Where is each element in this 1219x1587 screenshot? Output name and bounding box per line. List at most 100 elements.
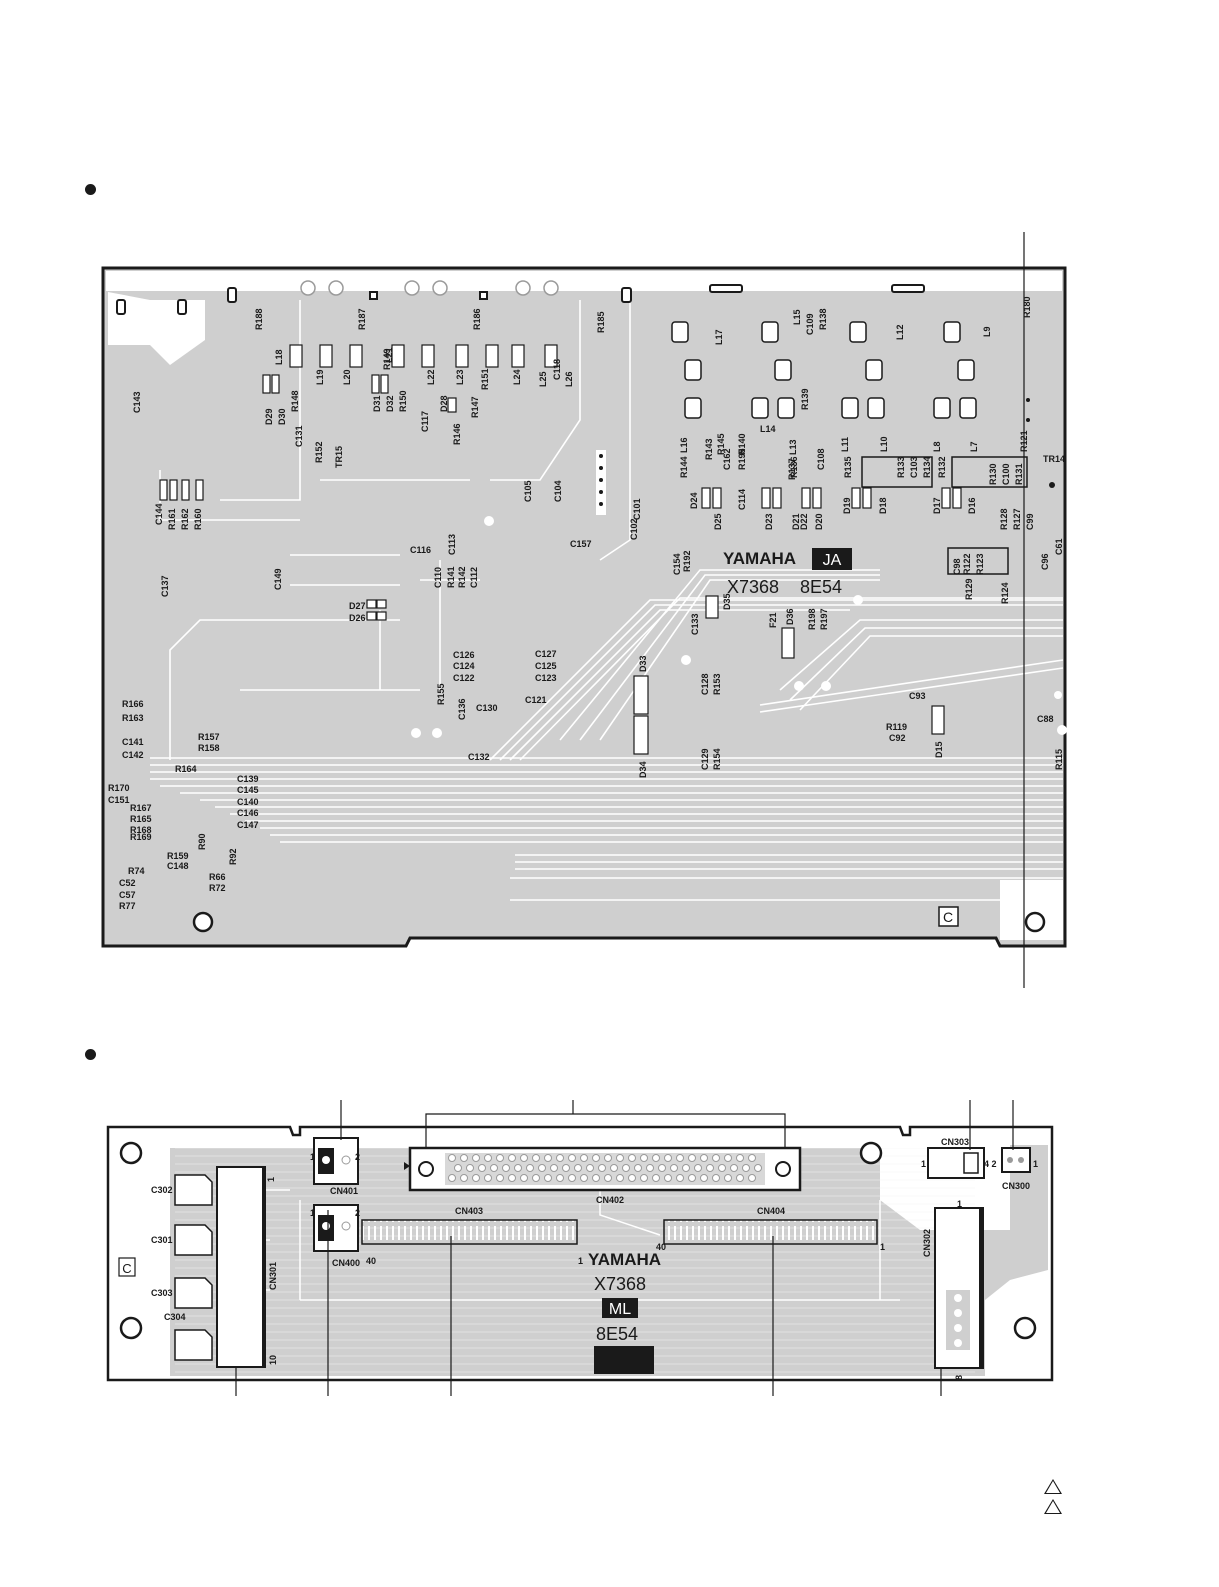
component-label: C127 <box>535 649 557 659</box>
cn402-pin <box>754 1164 762 1172</box>
cn403-pin-end: 1 <box>578 1256 583 1266</box>
component-label: C139 <box>237 774 259 784</box>
cn402-pin <box>664 1154 672 1162</box>
component-label: R192 <box>682 550 692 572</box>
cn402-pin <box>568 1154 576 1162</box>
cn404-pin-start: 40 <box>656 1242 666 1252</box>
component-label: R129 <box>964 578 974 600</box>
cn402-pin <box>544 1154 552 1162</box>
cn402-pin <box>514 1164 522 1172</box>
cn402-pin <box>634 1164 642 1172</box>
cn402-pin <box>742 1164 750 1172</box>
component-label: D22 <box>799 513 809 530</box>
cn401-pin-end: 2 <box>355 1152 360 1162</box>
component-label: C117 <box>420 411 430 432</box>
cn402-pin <box>616 1154 624 1162</box>
component-label: L13 <box>788 439 798 455</box>
cn402-pin <box>640 1174 648 1182</box>
component-label: R135 <box>843 456 853 478</box>
component-label: C99 <box>1025 513 1035 530</box>
component-label: R143 <box>704 438 714 460</box>
cn402-pin <box>592 1174 600 1182</box>
component-label: R180 <box>1022 296 1032 318</box>
cn402-pin <box>484 1154 492 1162</box>
c303-label: C303 <box>151 1288 173 1298</box>
component-label: C137 <box>160 575 170 597</box>
cn301-pin-end: 10 <box>268 1355 278 1365</box>
component-label: R139 <box>800 388 810 410</box>
component-label: C118 <box>552 359 562 380</box>
ja-side-mark-box <box>938 906 959 927</box>
cn402-pin <box>682 1164 690 1172</box>
component-label: D15 <box>934 741 944 758</box>
component-label: C128 <box>700 673 710 695</box>
component-label: C129 <box>700 748 710 770</box>
ml-lot-code: 8E54 <box>596 1324 638 1344</box>
c304-label: C304 <box>164 1312 186 1322</box>
cn300-pin-end: 1 <box>1033 1159 1038 1169</box>
component-label: C121 <box>525 695 547 705</box>
component-label: L18 <box>274 349 284 365</box>
cn402-pin <box>472 1154 480 1162</box>
section-bullet-top <box>85 184 96 195</box>
cn402-pin <box>508 1154 516 1162</box>
cn403-pin-start: 40 <box>366 1256 376 1266</box>
component-label: C114 <box>737 489 747 510</box>
cn402-pin <box>484 1174 492 1182</box>
ja-side-mark: C <box>943 909 953 925</box>
component-label: R153 <box>712 673 722 695</box>
component-label: TR15 <box>334 446 344 468</box>
cn400-pin-start: 1 <box>310 1208 315 1218</box>
component-label: R141 <box>446 566 456 588</box>
cn402-pin <box>466 1164 474 1172</box>
component-label: D35 <box>722 593 732 610</box>
component-label: C136 <box>457 698 467 720</box>
component-label: R169 <box>130 832 152 842</box>
component-label: C103 <box>909 456 919 478</box>
component-label: R151 <box>480 368 490 390</box>
component-label: R168 <box>130 825 152 835</box>
cn402-pin <box>580 1174 588 1182</box>
component-label: C143 <box>132 391 142 413</box>
cn402-pin <box>598 1164 606 1172</box>
cn402-pin <box>448 1154 456 1162</box>
component-label: D33 <box>638 655 648 672</box>
component-label: R185 <box>596 311 606 333</box>
cn400-label: CN400 <box>332 1258 360 1268</box>
cn301-pin-start: 1 <box>266 1177 276 1182</box>
component-label: R131 <box>1014 463 1024 485</box>
component-label: C57 <box>119 890 136 900</box>
cn402-pin <box>556 1154 564 1162</box>
component-label: D27 <box>349 601 366 611</box>
component-label: D32 <box>385 395 395 412</box>
cn402-pin <box>700 1154 708 1162</box>
component-label: C131 <box>294 425 304 447</box>
ml-badge-text: ML <box>609 1301 631 1318</box>
ja-brand-text: YAMAHA <box>723 549 796 568</box>
cn300-label: CN300 <box>1002 1181 1030 1191</box>
ja-badge-bg <box>812 548 852 570</box>
cn402-pin <box>670 1164 678 1172</box>
cn302-pin-end: 8 <box>954 1375 964 1380</box>
component-label: R146 <box>452 423 462 445</box>
component-label: L19 <box>315 369 325 385</box>
component-label: F21 <box>768 612 778 628</box>
cn402-pin <box>544 1174 552 1182</box>
warning-triangle-icon <box>1044 1479 1062 1494</box>
cn402-pin <box>520 1154 528 1162</box>
component-label: R166 <box>122 699 144 709</box>
cn402-pin <box>694 1164 702 1172</box>
component-label: C104 <box>553 480 563 502</box>
component-label: R198 <box>807 608 817 630</box>
cn402-pin <box>700 1174 708 1182</box>
component-label: C141 <box>122 737 144 747</box>
cn402-pin <box>706 1164 714 1172</box>
component-label: C123 <box>535 673 557 683</box>
cn400-pin-end: 2 <box>355 1208 360 1218</box>
component-label: L15 <box>792 309 802 325</box>
component-label: C101 <box>632 498 642 520</box>
cn402-pin <box>586 1164 594 1172</box>
